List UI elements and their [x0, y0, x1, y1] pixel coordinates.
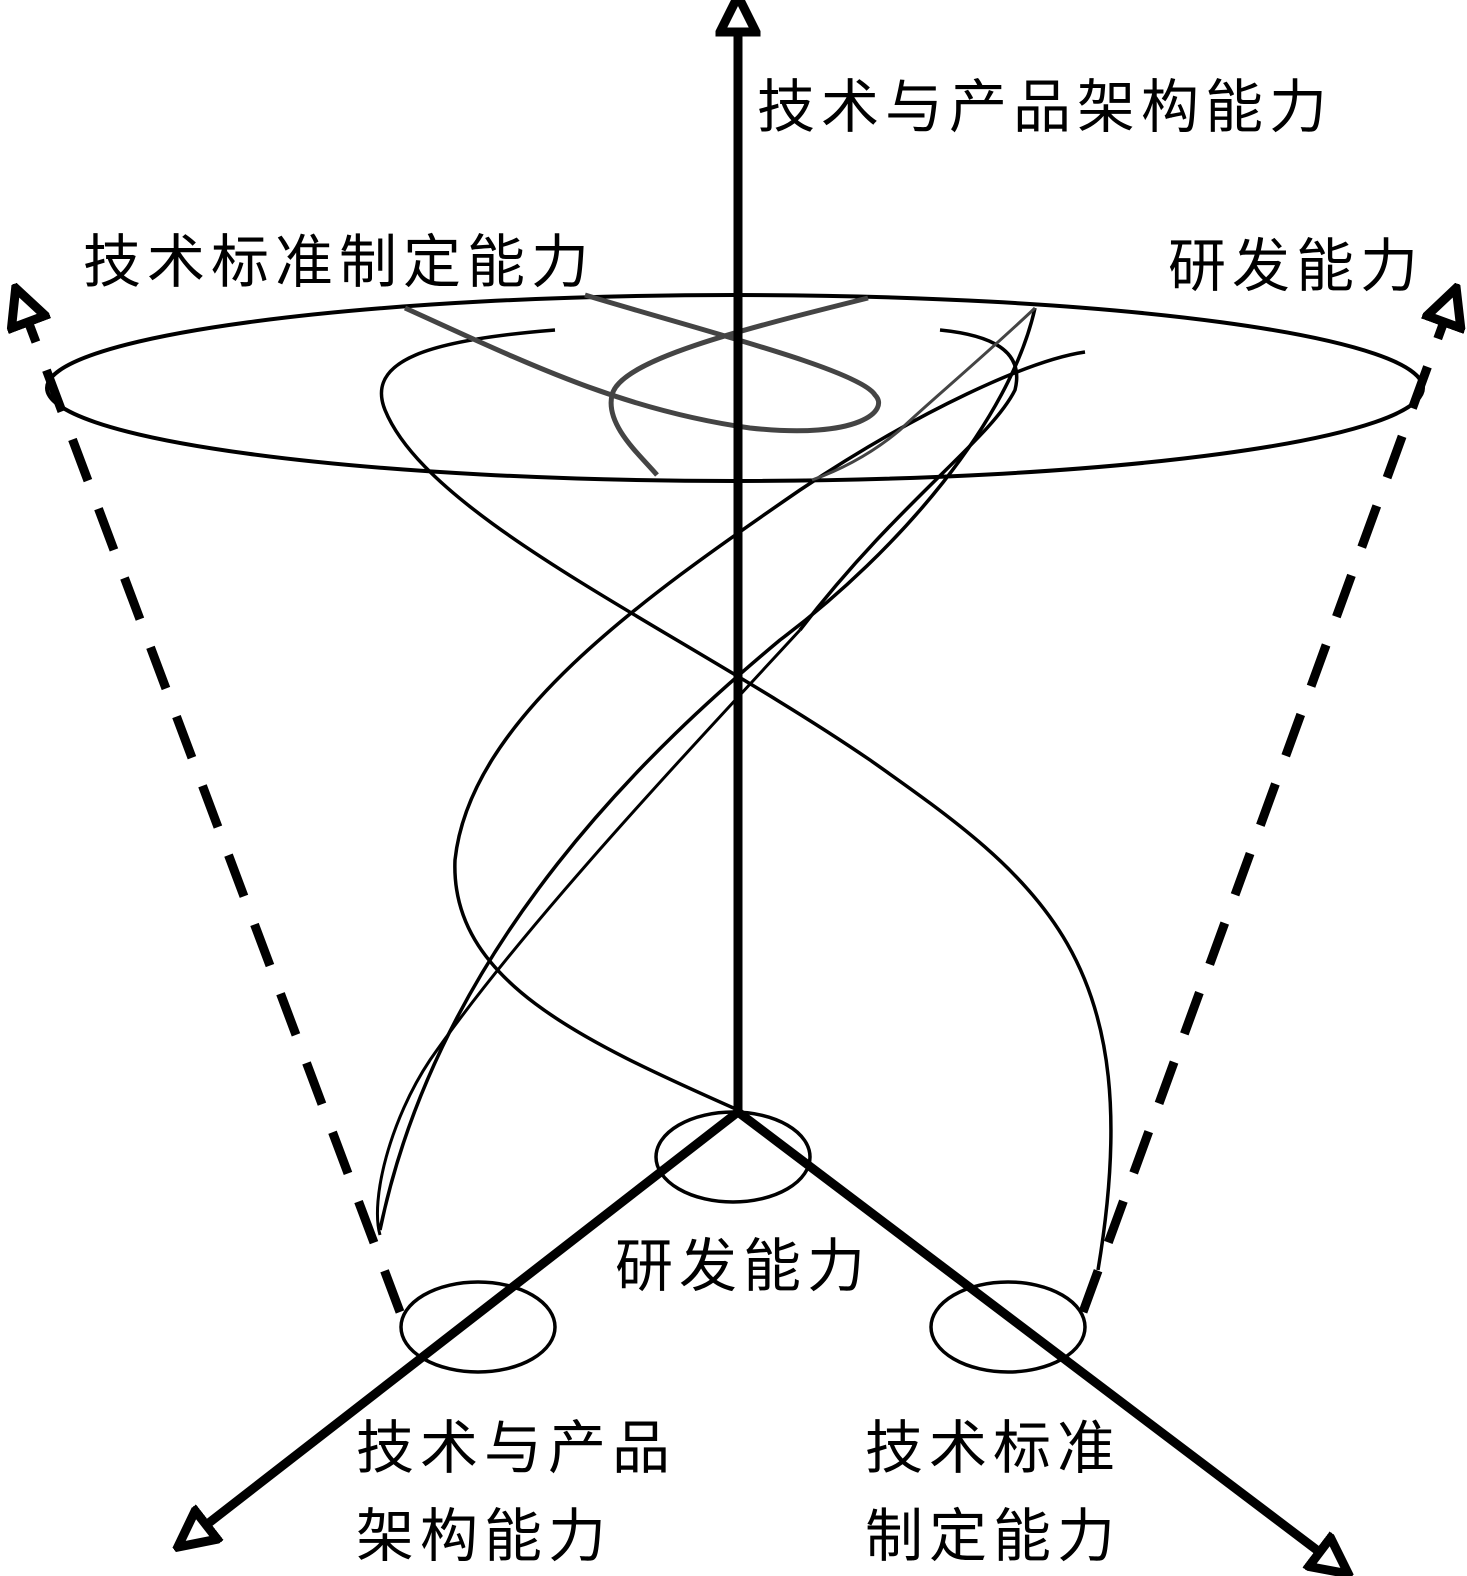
- spiral-strand-4: [453, 350, 1086, 1112]
- inner-curve-1: [403, 292, 882, 434]
- lower-left-axis: [192, 1108, 741, 1536]
- label-bottom-right-line1: 技术标准: [865, 1414, 1121, 1482]
- label-upper-right: 研发能力: [1168, 232, 1424, 300]
- inner-curve-2: [608, 295, 869, 477]
- label-upper-left: 技术标准制定能力: [83, 228, 595, 296]
- label-bottom-center: 研发能力: [615, 1232, 871, 1300]
- left-dashed-line: [22, 305, 405, 1314]
- spiral-strand-2: [379, 328, 1113, 1271]
- label-bottom-left-line1: 技术与产品: [356, 1414, 676, 1482]
- spiral-strand-3: [376, 628, 802, 1236]
- bottom-left-ellipse: [399, 1280, 557, 1374]
- label-bottom-left-line2: 架构能力: [356, 1502, 612, 1570]
- bottom-right-ellipse: [929, 1280, 1087, 1374]
- right-dashed-line: [1078, 305, 1450, 1314]
- label-bottom-right-line2: 制定能力: [865, 1502, 1121, 1570]
- lower-right-axis: [735, 1108, 1334, 1563]
- spiral-strand-5: [798, 328, 1019, 632]
- label-top-axis: 技术与产品架构能力: [757, 73, 1333, 141]
- inner-curve-3: [811, 306, 1037, 482]
- spiral-strand-1: [378, 307, 1037, 1231]
